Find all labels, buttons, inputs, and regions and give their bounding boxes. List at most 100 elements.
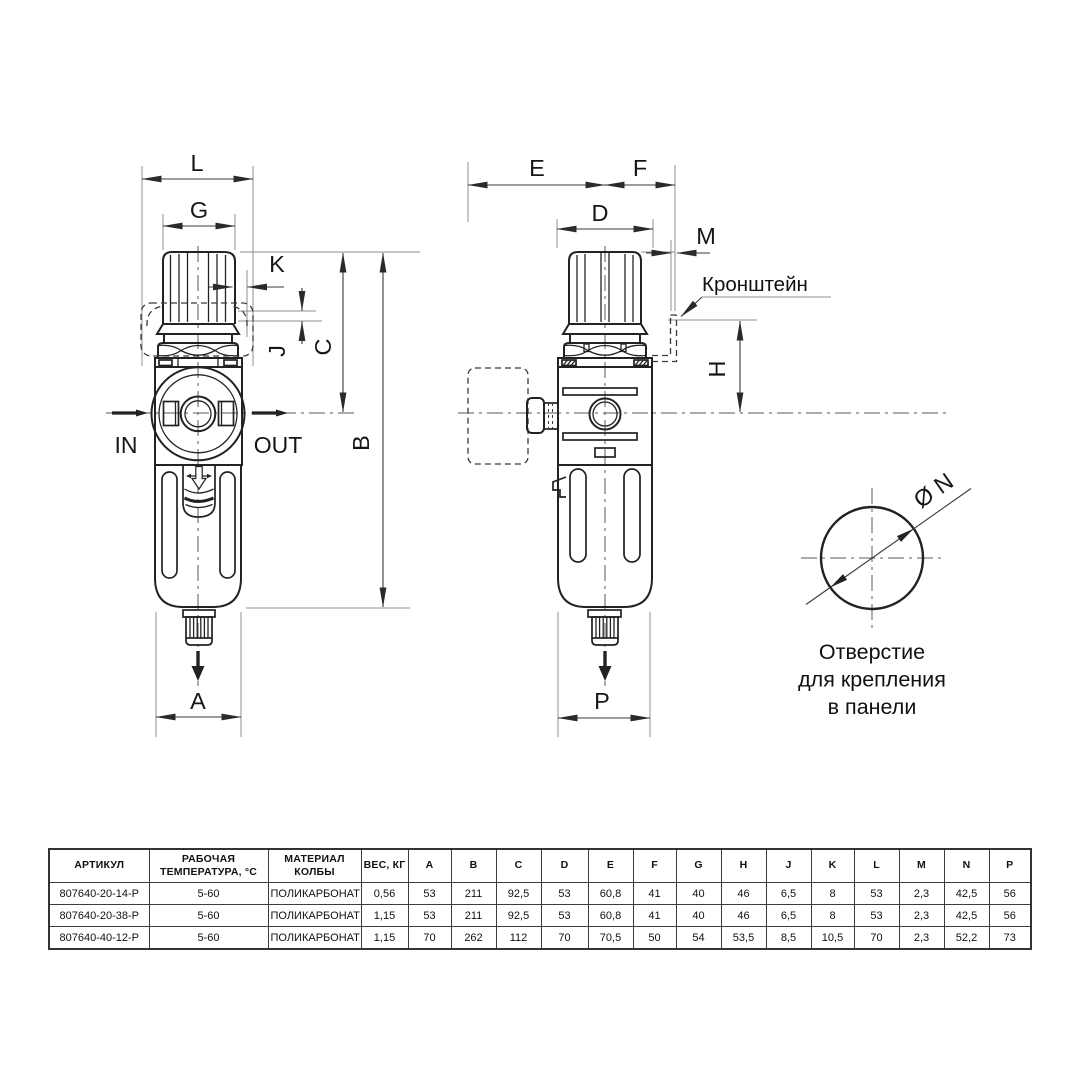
side-centerlines: [458, 246, 950, 686]
table-cell: 211: [450, 882, 497, 905]
dim-label-p: P: [594, 688, 610, 714]
table-cell: 6,5: [765, 882, 812, 905]
table-cell: 53: [853, 882, 900, 905]
front-drain-flow-arrow: [191, 651, 205, 681]
dim-label-h: H: [704, 361, 730, 378]
table-cell: ПОЛИКАРБОНАТ: [267, 882, 362, 905]
dim-label-c: C: [310, 338, 336, 355]
table-cell: 262: [450, 926, 497, 950]
table-cell: 807640-20-38-P: [48, 904, 150, 927]
drain-knurls: [595, 617, 615, 638]
front-drain-knob: [182, 609, 216, 646]
table-cell: 10,5: [810, 926, 855, 950]
table-cell: 2,3: [898, 926, 945, 950]
column-header: E: [587, 848, 634, 883]
bracket-callout: Кронштейн: [680, 273, 808, 317]
table-cell: 807640-40-12-P: [48, 926, 150, 950]
table-cell: 2,3: [898, 904, 945, 927]
drain-move-icon: [186, 465, 212, 491]
table-cell: 56: [988, 882, 1032, 905]
table-cell: 112: [495, 926, 542, 950]
side-extension-lines: [467, 162, 831, 737]
table-cell: 60,8: [587, 904, 634, 927]
column-header: M: [898, 848, 945, 883]
column-header: ВЕС, КГ: [360, 848, 409, 883]
table-cell: 70,5: [587, 926, 634, 950]
dim-label-e: E: [529, 155, 545, 181]
side-view: Кронштейн E F D M H P: [458, 155, 950, 737]
bracket-label: Кронштейн: [702, 273, 808, 296]
table-cell: 53: [853, 904, 900, 927]
front-view: IN OUT L G K J C B A: [106, 150, 420, 737]
table-cell: 40: [675, 904, 722, 927]
table-cell: 70: [853, 926, 900, 950]
table-cell: 2,3: [898, 882, 945, 905]
column-header: B: [450, 848, 497, 883]
table-cell: 42,5: [943, 904, 990, 927]
front-bowl: [154, 465, 242, 608]
outlet-arrow: [252, 409, 288, 417]
table-cell: 807640-20-14-P: [48, 882, 150, 905]
column-header: K: [810, 848, 855, 883]
diameter-dimension: Ø N: [805, 468, 972, 605]
column-header: РАБОЧАЯ ТЕМПЕРАТУРА, °С: [148, 848, 269, 883]
table-cell: 92,5: [495, 882, 542, 905]
side-bowl: [557, 465, 653, 608]
pressure-gauge-dashed: [467, 367, 559, 465]
table-cell: 73: [988, 926, 1032, 950]
side-dimensions: E F D M H P: [467, 155, 744, 722]
inlet-arrow: [112, 409, 148, 417]
table-cell: 92,5: [495, 904, 542, 927]
table-cell: 70: [407, 926, 452, 950]
caption-line-1: Отверстие: [819, 640, 925, 664]
table-cell: 53: [407, 904, 452, 927]
dim-label-b: B: [348, 435, 374, 451]
dim-label-f: F: [633, 155, 647, 181]
table-cell: 41: [632, 904, 677, 927]
technical-drawing: IN OUT L G K J C B A: [106, 150, 972, 737]
column-header: F: [632, 848, 677, 883]
tab-hatch: [562, 359, 577, 366]
table-cell: 56: [988, 904, 1032, 927]
outlet-label: OUT: [254, 432, 303, 458]
dim-label-g: G: [190, 197, 208, 223]
table-cell: 1,15: [360, 926, 409, 950]
table-cell: 60,8: [587, 882, 634, 905]
column-header: J: [765, 848, 812, 883]
column-header: МАТЕРИАЛ КОЛБЫ: [267, 848, 362, 883]
dim-label-k: K: [269, 251, 285, 277]
side-drain-knob: [587, 609, 622, 646]
caption-line-2: для крепления: [798, 668, 946, 692]
dim-label-a: A: [190, 688, 206, 714]
table-cell: 5-60: [148, 882, 269, 905]
table-cell: 0,56: [360, 882, 409, 905]
side-body: [557, 357, 653, 466]
table-cell: 41: [632, 882, 677, 905]
side-drain-flow-arrow: [598, 651, 612, 681]
column-header: H: [720, 848, 767, 883]
knob-ridges: [576, 253, 634, 322]
table-cell: 42,5: [943, 882, 990, 905]
column-header: A: [407, 848, 452, 883]
column-header: G: [675, 848, 722, 883]
table-cell: 40: [675, 882, 722, 905]
column-header: АРТИКУЛ: [48, 848, 150, 883]
column-header: L: [853, 848, 900, 883]
table-cell: 70: [540, 926, 589, 950]
table-cell: 211: [450, 904, 497, 927]
bracket-dashed-outline: [652, 314, 678, 363]
table-cell: 8: [810, 904, 855, 927]
table-cell: 53: [540, 882, 589, 905]
drain-knurls: [189, 617, 209, 638]
column-header: N: [943, 848, 990, 883]
column-header: C: [495, 848, 542, 883]
table-cell: ПОЛИКАРБОНАТ: [267, 926, 362, 950]
table-cell: 6,5: [765, 904, 812, 927]
dim-label-n: Ø N: [909, 468, 958, 513]
table-cell: 53: [407, 882, 452, 905]
front-dimensions: L G K J C B A: [141, 150, 387, 721]
